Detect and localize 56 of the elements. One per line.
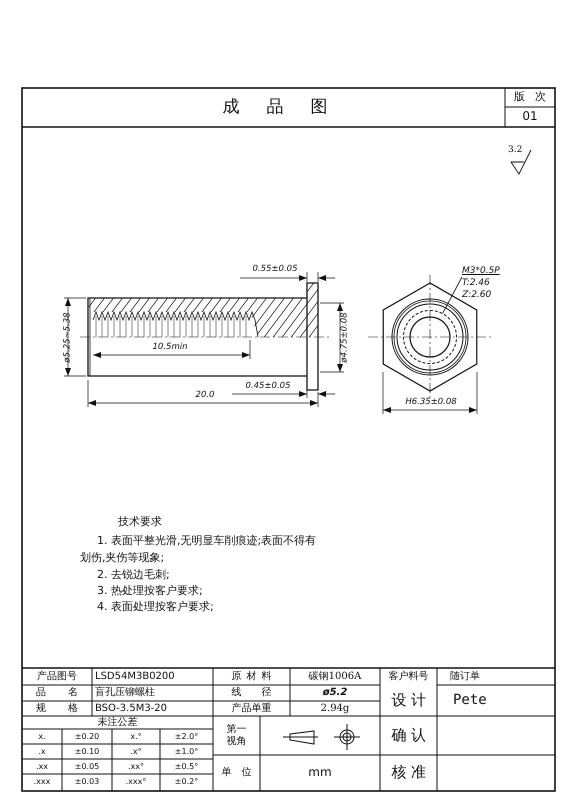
field-value: BSO-3.5M3-20 [95,702,168,714]
precision-label: .x [38,746,46,756]
note-text: 3. 热处理按客户要求; [97,584,203,598]
precision-label: .xxx° [126,777,146,787]
field-label: 产品图号 [37,670,77,682]
field-label: 单位 [222,766,262,778]
tolerance-value: ±1.0° [174,746,198,756]
precision-label: x.° [130,732,142,742]
note-text: 2. 去锐边毛刺; [97,568,170,582]
field-label: 第一视角 [226,724,248,747]
leader-line [442,276,462,314]
field-value: LSD54M3B0200 [95,670,175,682]
thread-spec-text: T:2.46 [462,277,491,289]
note-heading: 技术要求 [118,516,162,529]
precision-label: .xx [36,762,48,772]
header-text: 版次 [514,91,556,104]
field-value: 2.94g [320,702,350,714]
tolerance-value: ±0.20 [74,732,100,742]
version-number: 01 [522,110,538,124]
field-value: ø5.2 [322,687,348,699]
precision-label: .x° [130,746,142,756]
field-label: 原材料 [232,670,276,682]
tolerance-value: ±2.0° [174,732,198,742]
field-label: 设计 [391,692,430,710]
field-label: 客户料号 [388,670,428,682]
thread-circle [403,310,457,364]
tolerance-value: ±0.03 [74,777,100,787]
thread-spec-text: Z:2.60 [462,289,492,301]
tolerance-value: ±0.2° [174,777,198,787]
tolerance-value: ±0.5° [174,762,198,772]
note-text: 1. 表面平整光滑,无明显车削痕迹;表面不得有划伤,夹伤等现象; [80,533,318,566]
precision-label: .xxx [34,777,50,787]
thread-spec-text: M3*0.5P [462,265,501,277]
tolerance-value: ±0.10 [74,746,100,756]
tolerance-value: ±0.05 [74,762,100,772]
unit-text: mm [308,766,332,780]
dimension-text: 20.0 [196,390,214,400]
drawing-title: 成品图 [221,96,356,120]
precision-label: x. [38,732,46,742]
dimension-text: 0.55±0.05 [252,264,298,274]
field-value: Pete [453,692,487,709]
precision-label: .xx° [128,762,144,772]
field-value: 碳钢1006A [308,670,362,682]
field-label: 确认 [391,726,430,744]
field-label: 产品单重 [232,702,272,714]
note-text: 4. 表面处理按客户要求; [97,600,214,614]
field-label: 线径 [232,687,292,699]
dimension-text: ø4.75±0.08 [340,312,350,363]
dimension-text: ø5.25~5.38 [63,312,73,363]
table-heading: 未注公差 [98,716,138,728]
dimension-text: 10.5min [152,342,188,352]
roughness-value: 3.2 [508,144,522,156]
dimension-text: H6.35±0.08 [405,398,457,408]
dimension-text: 0.45±0.05 [246,382,290,392]
field-label: 核准 [391,764,430,782]
field-value: 随订单 [450,670,480,682]
